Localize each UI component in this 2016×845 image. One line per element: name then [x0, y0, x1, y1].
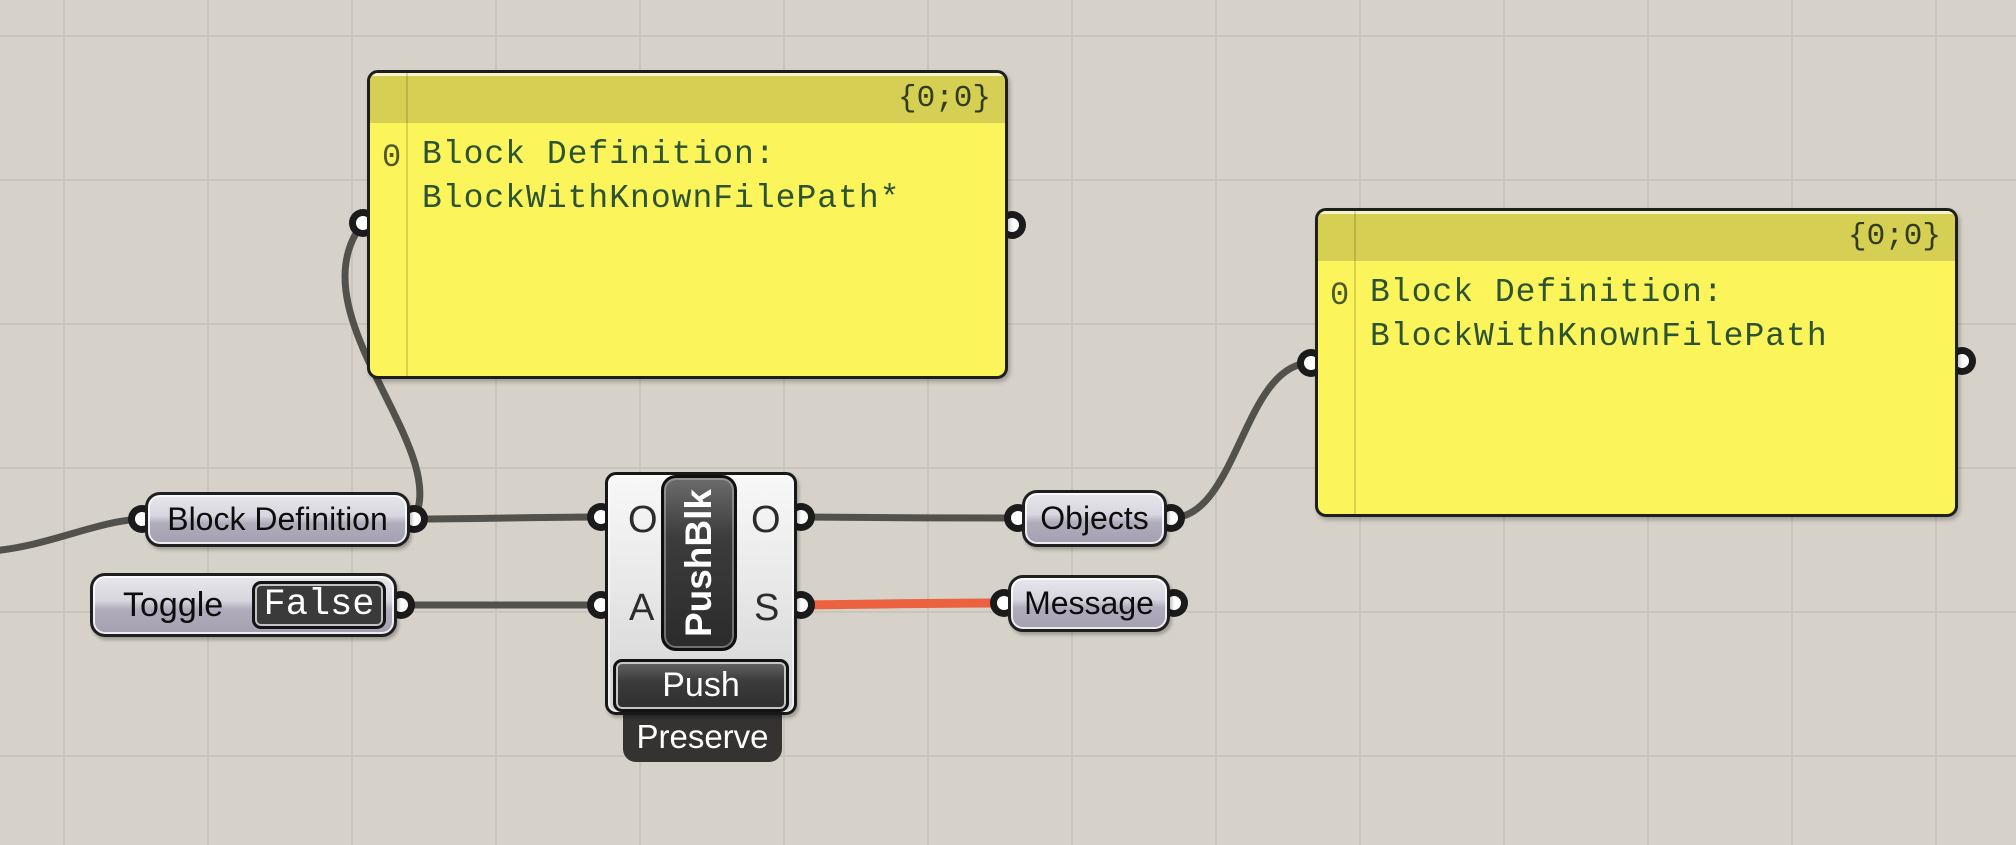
wire-block-definition-to-pushblk-o[interactable]	[410, 513, 605, 523]
param-message[interactable]: Message	[1008, 575, 1170, 632]
output-port-label-s: S	[754, 587, 780, 629]
wire-offscreen-to-block-definition[interactable]	[0, 515, 146, 554]
param-objects[interactable]: Objects	[1022, 490, 1167, 547]
toggle-value[interactable]: False	[252, 581, 386, 629]
component-name: PushBlk	[678, 488, 719, 638]
panel-margin-divider	[1354, 211, 1356, 514]
param-label: Message	[1024, 585, 1154, 621]
input-port-label-a: A	[629, 587, 655, 629]
mode-tag-label: Preserve	[636, 718, 769, 755]
input-port-label-o: O	[628, 499, 658, 541]
panel-path-badge: {0;0}	[1318, 211, 1955, 261]
param-label: Block Definition	[167, 501, 388, 537]
boolean-toggle[interactable]: Toggle False	[90, 573, 397, 637]
output-port-label-o: O	[751, 499, 781, 541]
param-block-definition[interactable]: Block Definition	[145, 492, 410, 547]
panel-margin-divider	[406, 73, 408, 376]
panel-block-definition[interactable]: {0;0} 0 Block Definition: BlockWithKnown…	[1315, 208, 1958, 517]
wire-pushblk-s-to-message-warning[interactable]	[796, 598, 1009, 610]
panel-item-index: 0	[382, 139, 402, 176]
panel-item-index: 0	[1330, 277, 1350, 314]
wire-objects-to-panel2[interactable]	[1167, 359, 1315, 522]
push-button-label: Push	[662, 666, 740, 704]
component-name-capsule[interactable]: PushBlk	[661, 475, 737, 651]
component-pushblk[interactable]: O A O S PushBlk Push	[605, 472, 797, 715]
toggle-label: Toggle	[123, 585, 224, 624]
panel-block-definition-modified[interactable]: {0;0} 0 Block Definition: BlockWithKnown…	[367, 70, 1008, 379]
panel-item-text: Block Definition: BlockWithKnownFilePath…	[422, 136, 901, 217]
param-label: Objects	[1040, 500, 1149, 536]
pushblk-mode-tag[interactable]: Preserve	[623, 706, 782, 762]
push-button[interactable]: Push	[613, 659, 789, 712]
wire-pushblk-o-to-objects[interactable]	[797, 513, 1022, 522]
panel-item-text: Block Definition: BlockWithKnownFilePath	[1370, 274, 1828, 355]
panel-path-badge: {0;0}	[370, 73, 1005, 123]
